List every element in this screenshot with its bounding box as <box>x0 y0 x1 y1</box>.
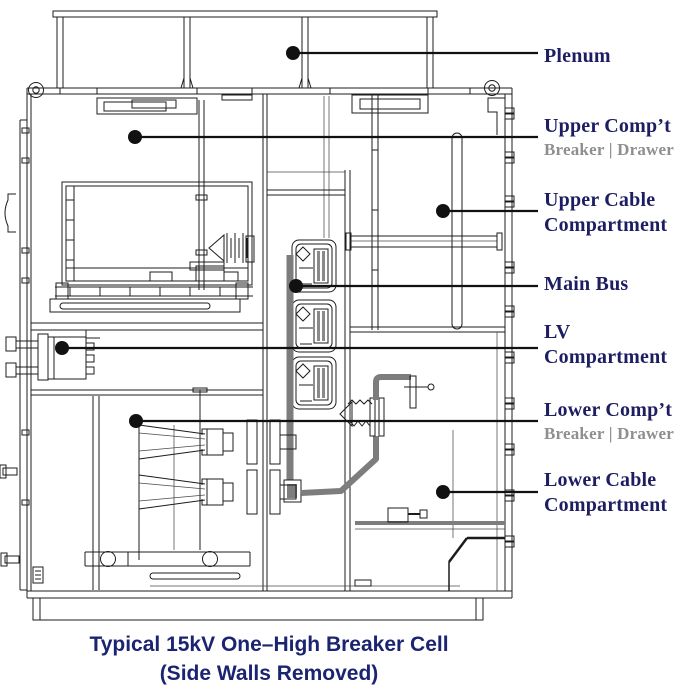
label-lower-cable: Lower Cable Compartment <box>544 468 667 518</box>
bus-riser-and-cable-run <box>283 255 435 503</box>
label-plenum-text: Plenum <box>544 45 611 67</box>
label-lower-cable-line2: Compartment <box>544 494 668 516</box>
caption-line2: (Side Walls Removed) <box>159 662 379 685</box>
label-lv-line1: LV <box>544 321 571 343</box>
upper-breaker-drawer <box>49 100 255 313</box>
label-upper-cable: Upper Cable Compartment <box>544 188 667 238</box>
roof-vent-panels <box>96 94 429 115</box>
label-upper-cable-line1: Upper Cable <box>544 189 656 211</box>
label-upper-cable-line2: Compartment <box>544 214 668 236</box>
plenum-duct <box>52 10 438 89</box>
caption-line1: Typical 15kV One–High Breaker Cell <box>89 633 449 656</box>
upper-cable-compartment <box>345 97 505 333</box>
label-main-bus: Main Bus <box>544 272 628 297</box>
label-upper-compt-text: Upper Comp’t <box>544 115 672 137</box>
label-upper-compt: Upper Comp’t Breaker | Drawer <box>544 114 674 161</box>
callout-dot-upper-cable <box>436 204 450 218</box>
label-lv-line2: Compartment <box>544 346 668 368</box>
label-lv: LV Compartment <box>544 320 667 370</box>
label-lower-compt-text: Lower Comp’t <box>544 399 673 421</box>
callout-dot-lower-compt <box>129 414 143 428</box>
label-lower-cable-line1: Lower Cable <box>544 469 657 491</box>
lower-breaker-drawer <box>92 387 297 590</box>
cabinet-shell <box>19 87 513 621</box>
callout-dot-plenum <box>286 46 300 60</box>
label-lower-compt-sub: Breaker | Drawer <box>544 424 674 443</box>
right-wall-bolt-tabs <box>21 107 515 548</box>
callout-dot-upper-compt <box>128 130 142 144</box>
floor-channel <box>0 193 460 587</box>
label-upper-compt-sub: Breaker | Drawer <box>544 140 674 159</box>
callout-dot-main-bus <box>289 279 303 293</box>
label-main-bus-text: Main Bus <box>544 273 629 295</box>
callout-dot-lv <box>55 341 69 355</box>
lower-cable-compartment <box>355 332 505 591</box>
callout-dot-lower-cable <box>436 485 450 499</box>
callout-leaders <box>55 46 538 499</box>
bushing-cone <box>208 233 225 263</box>
label-plenum: Plenum <box>544 44 611 69</box>
figure-caption: Typical 15kV One–High Breaker Cell (Side… <box>28 630 510 688</box>
lv-compartment <box>5 322 263 396</box>
door-handle <box>4 193 16 233</box>
main-bus-supports <box>291 239 337 410</box>
interior-partitions <box>262 94 379 591</box>
label-lower-compt: Lower Comp’t Breaker | Drawer <box>544 398 674 445</box>
lifting-eye-icons <box>28 80 500 98</box>
